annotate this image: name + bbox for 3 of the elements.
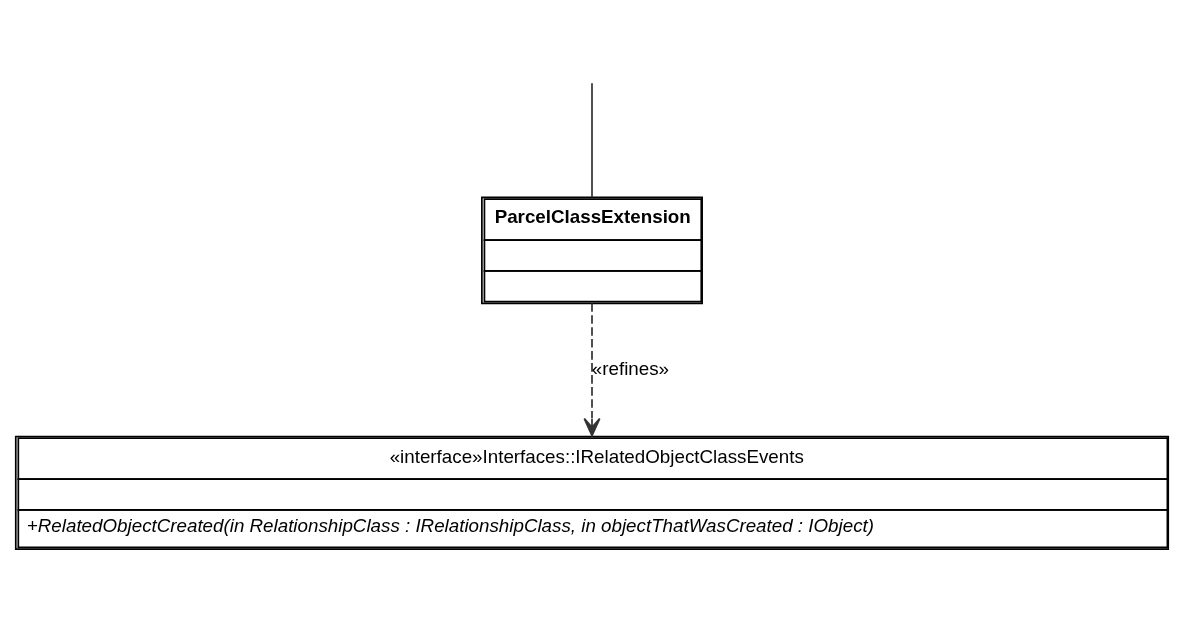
edge-label: «refines» [591,357,670,379]
arrow [583,302,601,437]
connector [591,81,593,198]
